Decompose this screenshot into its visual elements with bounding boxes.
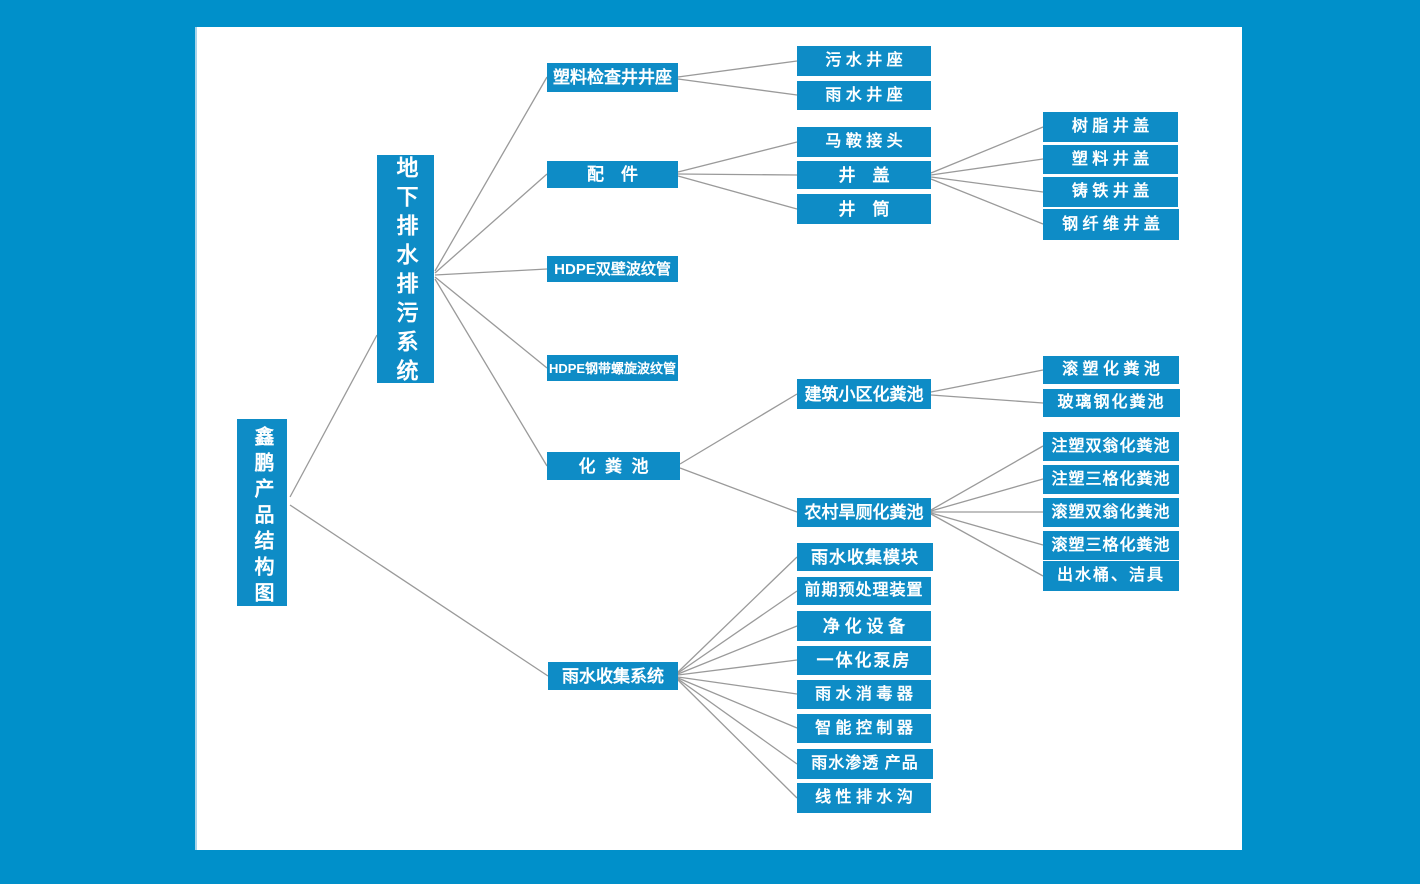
node-linear-drainage-ditch: 线 性 排 水 沟: [797, 783, 931, 813]
node-septic-tank: 化 粪 池: [547, 452, 680, 480]
node-well-cover: 井 盖: [797, 161, 931, 189]
node-pretreatment-device: 前期预处理装置: [797, 577, 931, 605]
node-sewage-well-base: 污 水 井 座: [797, 46, 931, 76]
node-injection-double-urn-septic: 注塑双翁化粪池: [1043, 432, 1179, 461]
connector-lines: [289, 60, 1044, 799]
node-injection-three-grid-septic: 注塑三格化粪池: [1043, 465, 1179, 494]
node-integrated-pump-house: 一体化泵房: [797, 646, 931, 675]
node-roto-molded-septic-tank: 滚 塑 化 粪 池: [1043, 356, 1179, 384]
node-rain-collection-module: 雨水收集模块: [797, 543, 933, 571]
node-rainwater-collection-system: 雨水收集系统: [548, 662, 678, 690]
node-hdpe-steel-belt-pipe: HDPE钢带螺旋波纹管: [547, 355, 678, 381]
node-fittings: 配 件: [547, 161, 678, 188]
diagram-canvas: 鑫鹏产品结构图 地下排水排污系统 塑料检查井井座 配 件 HDPE双壁波纹管 H…: [195, 27, 1242, 850]
node-smart-controller: 智 能 控 制 器: [797, 714, 931, 743]
node-steel-fiber-well-cover: 钢 纤 维 井 盖: [1043, 209, 1179, 240]
node-rain-well-base: 雨 水 井 座: [797, 81, 931, 110]
node-underground-drainage-system: 地下排水排污系统: [377, 155, 434, 388]
node-roto-double-urn-septic: 滚塑双翁化粪池: [1043, 498, 1179, 527]
node-plastic-well-cover: 塑 料 井 盖: [1043, 145, 1178, 174]
node-hdpe-double-wall-pipe: HDPE双壁波纹管: [547, 256, 678, 282]
node-saddle-joint: 马 鞍 接 头: [797, 127, 931, 157]
node-residential-septic-tank: 建筑小区化粪池: [797, 379, 931, 409]
node-resin-well-cover: 树 脂 井 盖: [1043, 112, 1178, 142]
node-cast-iron-well-cover: 铸 铁 井 盖: [1043, 177, 1178, 207]
node-root: 鑫鹏产品结构图: [237, 419, 287, 608]
node-plastic-inspection-well-base: 塑料检查井井座: [547, 63, 678, 92]
node-purification-equipment: 净 化 设 备: [797, 611, 931, 641]
node-rain-infiltration-products: 雨水渗透 产品: [797, 749, 933, 779]
node-well-shaft: 井 筒: [797, 194, 931, 224]
node-outlet-bucket-sanitary-ware: 出水桶、洁具: [1043, 561, 1179, 591]
node-rural-toilet-septic-tank: 农村旱厕化粪池: [797, 498, 931, 527]
node-rain-disinfector: 雨 水 消 毒 器: [797, 680, 931, 709]
node-frp-septic-tank: 玻璃钢化粪池: [1043, 389, 1180, 417]
node-roto-three-grid-septic: 滚塑三格化粪池: [1043, 531, 1179, 560]
